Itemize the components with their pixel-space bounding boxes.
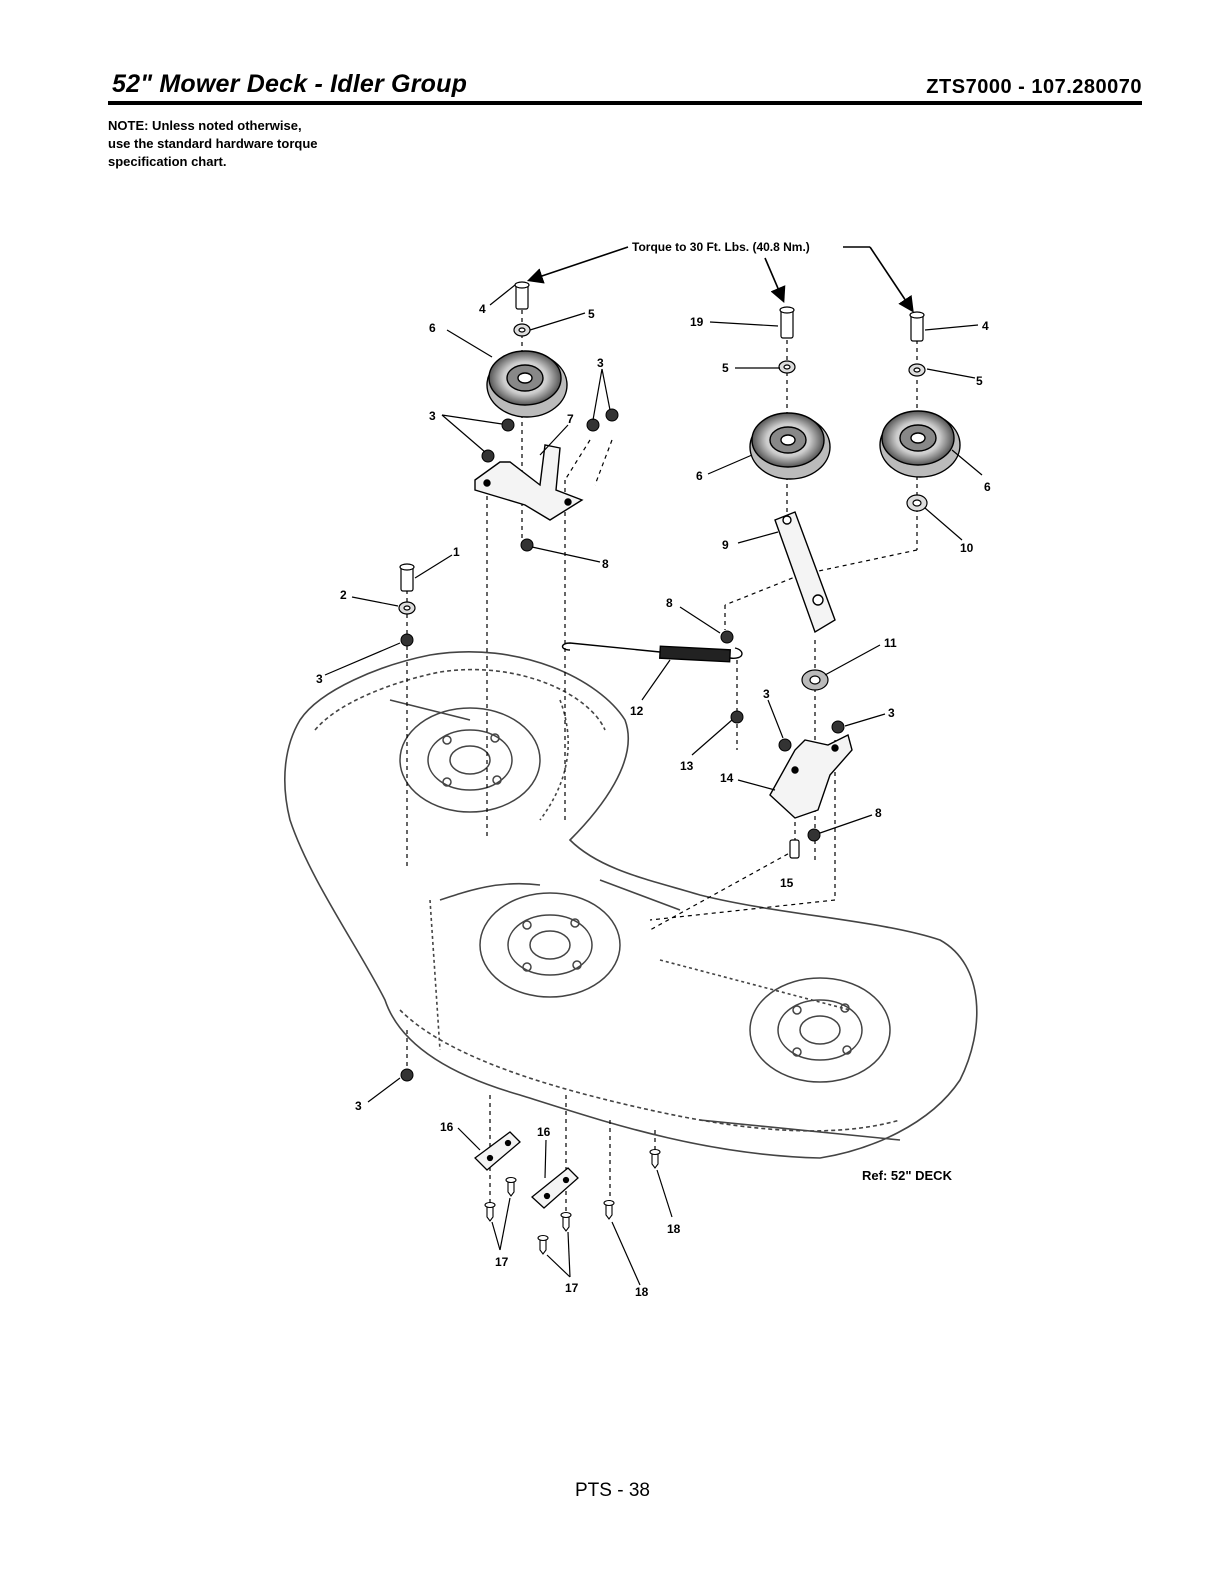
bolt-part-15 [790,840,799,858]
callout-17: 17 [565,1281,579,1295]
idler-pulley-center [750,413,830,479]
callout-11: 11 [884,636,897,650]
callout-3: 3 [355,1099,362,1113]
screw-icons [485,1150,660,1255]
callout-3: 3 [429,409,436,423]
idler-arm-part-9 [775,512,835,632]
plate-part-16-left [475,1132,520,1170]
torque-callout-text: Torque to 30 Ft. Lbs. (40.8 Nm.) [632,240,810,254]
callout-7: 7 [567,412,574,426]
plate-part-16-right [532,1168,578,1208]
callout-2: 2 [340,588,347,602]
bolt-part-19 [780,307,794,338]
callout-6: 6 [696,469,703,483]
callout-9: 9 [722,538,729,552]
callout-6: 6 [984,480,991,494]
callout-5: 5 [588,307,595,321]
callout-15: 15 [780,876,794,890]
spindle-mount-left [400,708,540,812]
callout-8: 8 [602,557,609,571]
callout-3: 3 [316,672,323,686]
callout-14: 14 [720,771,734,785]
idler-pulley-left [487,351,567,417]
callout-18: 18 [635,1285,649,1299]
callout-3: 3 [888,706,895,720]
page-number: PTS - 38 [0,1480,1225,1502]
idler-pulley-right [880,411,960,477]
washer-icons [399,324,927,614]
callout-16: 16 [440,1120,454,1134]
callout-17: 17 [495,1255,509,1269]
callout-10: 10 [960,541,974,555]
callout-5: 5 [976,374,983,388]
callout-4: 4 [479,302,486,316]
callout-13: 13 [680,759,694,773]
bolt-part-1 [400,564,414,591]
callout-19: 19 [690,315,704,329]
spindle-mount-right [750,978,890,1082]
callout-3: 3 [597,356,604,370]
callout-4: 4 [982,319,989,333]
bolt-part-4-left [515,282,529,309]
callout-12: 12 [630,704,644,718]
spring-part-12 [563,643,742,662]
callout-5: 5 [722,361,729,375]
callout-18: 18 [667,1222,681,1236]
mower-deck-housing [285,652,977,1158]
callout-8: 8 [875,806,882,820]
spindle-mount-center [480,893,620,997]
torque-callout: Torque to 30 Ft. Lbs. (40.8 Nm.) [530,240,912,310]
callout-1: 1 [453,545,460,559]
callout-8: 8 [666,596,673,610]
spacer-part-11 [802,670,828,690]
callout-16: 16 [537,1125,551,1139]
deck-reference-label: Ref: 52" DECK [862,1168,953,1183]
nut-icons [401,409,844,1081]
bolt-part-4-right [910,312,924,341]
callout-3: 3 [763,687,770,701]
callout-6: 6 [429,321,436,335]
